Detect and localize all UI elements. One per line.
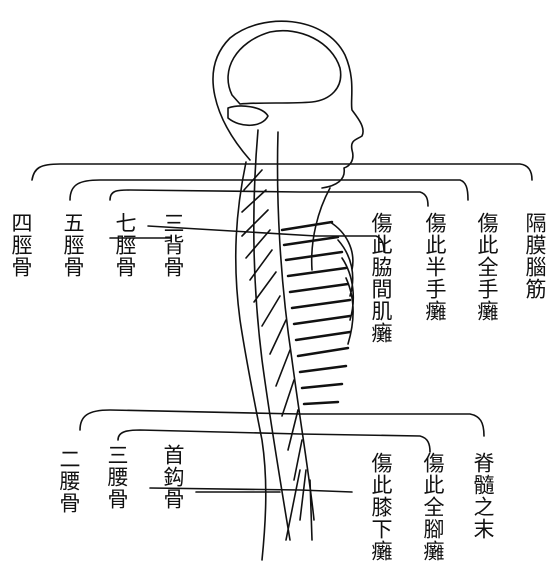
- label-seventh-cervical: 七脛骨: [114, 212, 136, 278]
- label-diaphragm-nerve: 隔膜腦筋: [524, 212, 546, 300]
- bracket-line-diaphragm: [32, 164, 532, 180]
- label-coccyx: 首鈎骨: [162, 444, 184, 510]
- label-half-arm-paralysis: 傷此半手癱: [424, 212, 446, 322]
- label-both-arms-paralysis: 傷此全手癱: [476, 212, 498, 322]
- label-third-lumbar: 三腰骨: [106, 444, 128, 510]
- vertebrae: [282, 222, 350, 404]
- bracket-line-spinal-end: [80, 410, 484, 436]
- label-fifth-cervical: 五脛骨: [62, 212, 84, 278]
- label-both-legs-paralysis: 傷此全腳癱: [422, 452, 444, 562]
- label-third-thoracic: 三背骨: [162, 212, 184, 278]
- front-outline: [312, 188, 330, 270]
- label-below-knee-paralysis: 傷此膝下癱: [370, 452, 392, 562]
- cerebellum: [228, 106, 268, 125]
- ribs: [330, 222, 353, 344]
- label-intercostal-paralysis: 傷此脇間肌癱: [370, 212, 392, 344]
- bracket-line-half-arm: [110, 190, 428, 206]
- brain: [228, 31, 341, 104]
- label-fourth-cervical: 四脛骨: [10, 212, 32, 278]
- label-second-lumbar: 二腰骨: [58, 448, 80, 514]
- label-spinal-cord-end: 脊髓之末: [472, 452, 494, 540]
- skull-outline: [213, 21, 363, 188]
- back-outline: [236, 162, 266, 560]
